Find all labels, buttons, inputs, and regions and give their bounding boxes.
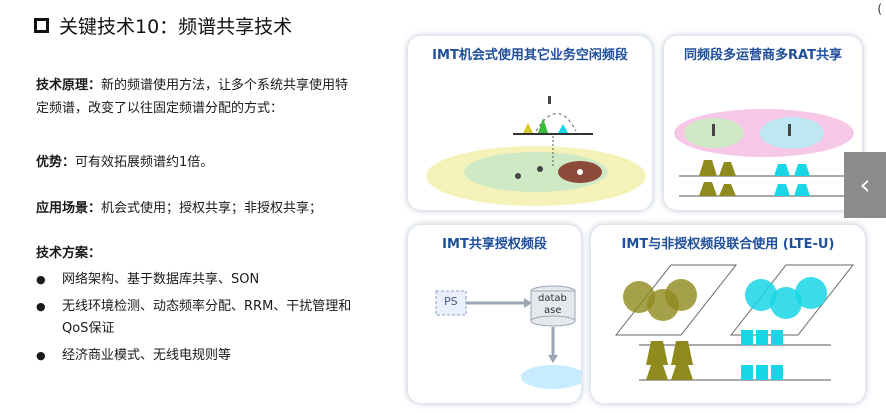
- bullet-continuation: QoS保证: [36, 318, 408, 340]
- lte-u-diagram: [614, 264, 855, 381]
- scenario-text: 机会式使用；授权共享；非授权共享；: [101, 201, 323, 216]
- card-licensed-sharing: IMT共享授权频段 PS datab ase: [407, 224, 582, 404]
- card-title: IMT机会式使用其它业务空闲频段: [432, 48, 628, 63]
- advantage-label: 优势：: [36, 155, 76, 170]
- bullet-item: ● 无线环境检测、动态频率分配、RRM、干扰管理和: [36, 296, 408, 318]
- card-title: 同频段多运营商多RAT共享: [684, 48, 842, 63]
- prev-slide-button[interactable]: ‹: [844, 152, 886, 218]
- principle-line-1: 技术原理：新的频谱使用方法，让多个系统共享使用特: [36, 75, 406, 97]
- scenario-label: 应用场景：: [36, 201, 102, 216]
- bullet-dot-icon: ●: [36, 273, 46, 286]
- advantage-line: 优势：可有效拓展频谱约1倍。: [36, 152, 406, 174]
- bullet-dot-icon: ●: [36, 300, 46, 313]
- slide-title-text: 关键技术10：频谱共享技术: [59, 16, 293, 38]
- solution-label: 技术方案：: [36, 246, 102, 261]
- ps-label: PS: [444, 295, 458, 308]
- card-title: IMT共享授权频段: [442, 237, 547, 252]
- chevron-left-icon: ‹: [859, 168, 871, 201]
- principle-text-1: 新的频谱使用方法，让多个系统共享使用特: [101, 78, 349, 93]
- bullet-text: 网络架构、基于数据库共享、SON: [62, 272, 260, 287]
- opportunistic-diagram: [426, 96, 646, 206]
- corner-mark: (: [877, 2, 882, 16]
- bullet-text: 无线环境检测、动态频率分配、RRM、干扰管理和: [62, 299, 352, 314]
- bullet-text: QoS保证: [62, 321, 115, 336]
- card-lte-u: IMT与非授权频段联合使用 (LTE-U): [590, 224, 866, 404]
- principle-label: 技术原理：: [36, 78, 102, 93]
- bullet-dot-icon: ●: [36, 349, 46, 362]
- licensed-sharing-diagram: [435, 285, 581, 389]
- card-opportunistic-use: IMT机会式使用其它业务空闲频段: [407, 35, 653, 211]
- scenario-line: 应用场景：机会式使用；授权共享；非授权共享；: [36, 198, 406, 220]
- solution-line: 技术方案：: [36, 243, 406, 265]
- database-label-1: datab: [538, 293, 567, 304]
- bullet-text: 经济商业模式、无线电规则等: [62, 348, 232, 363]
- database-label-2: ase: [544, 305, 562, 316]
- principle-text-2: 定频谱，改变了以往固定频谱分配的方式：: [36, 101, 284, 116]
- multi-operator-diagram: [674, 109, 854, 197]
- principle-line-2: 定频谱，改变了以往固定频谱分配的方式：: [36, 98, 406, 120]
- bullet-item: ● 经济商业模式、无线电规则等: [36, 345, 408, 367]
- advantage-text: 可有效拓展频谱约1倍。: [75, 155, 214, 170]
- card-title: IMT与非授权频段联合使用 (LTE-U): [621, 237, 835, 252]
- card-multi-operator-sharing: 同频段多运营商多RAT共享: [663, 35, 863, 211]
- checkbox-square-icon: [34, 18, 49, 33]
- bullet-item: ● 网络架构、基于数据库共享、SON: [36, 269, 408, 291]
- slide-title: 关键技术10：频谱共享技术: [34, 12, 292, 39]
